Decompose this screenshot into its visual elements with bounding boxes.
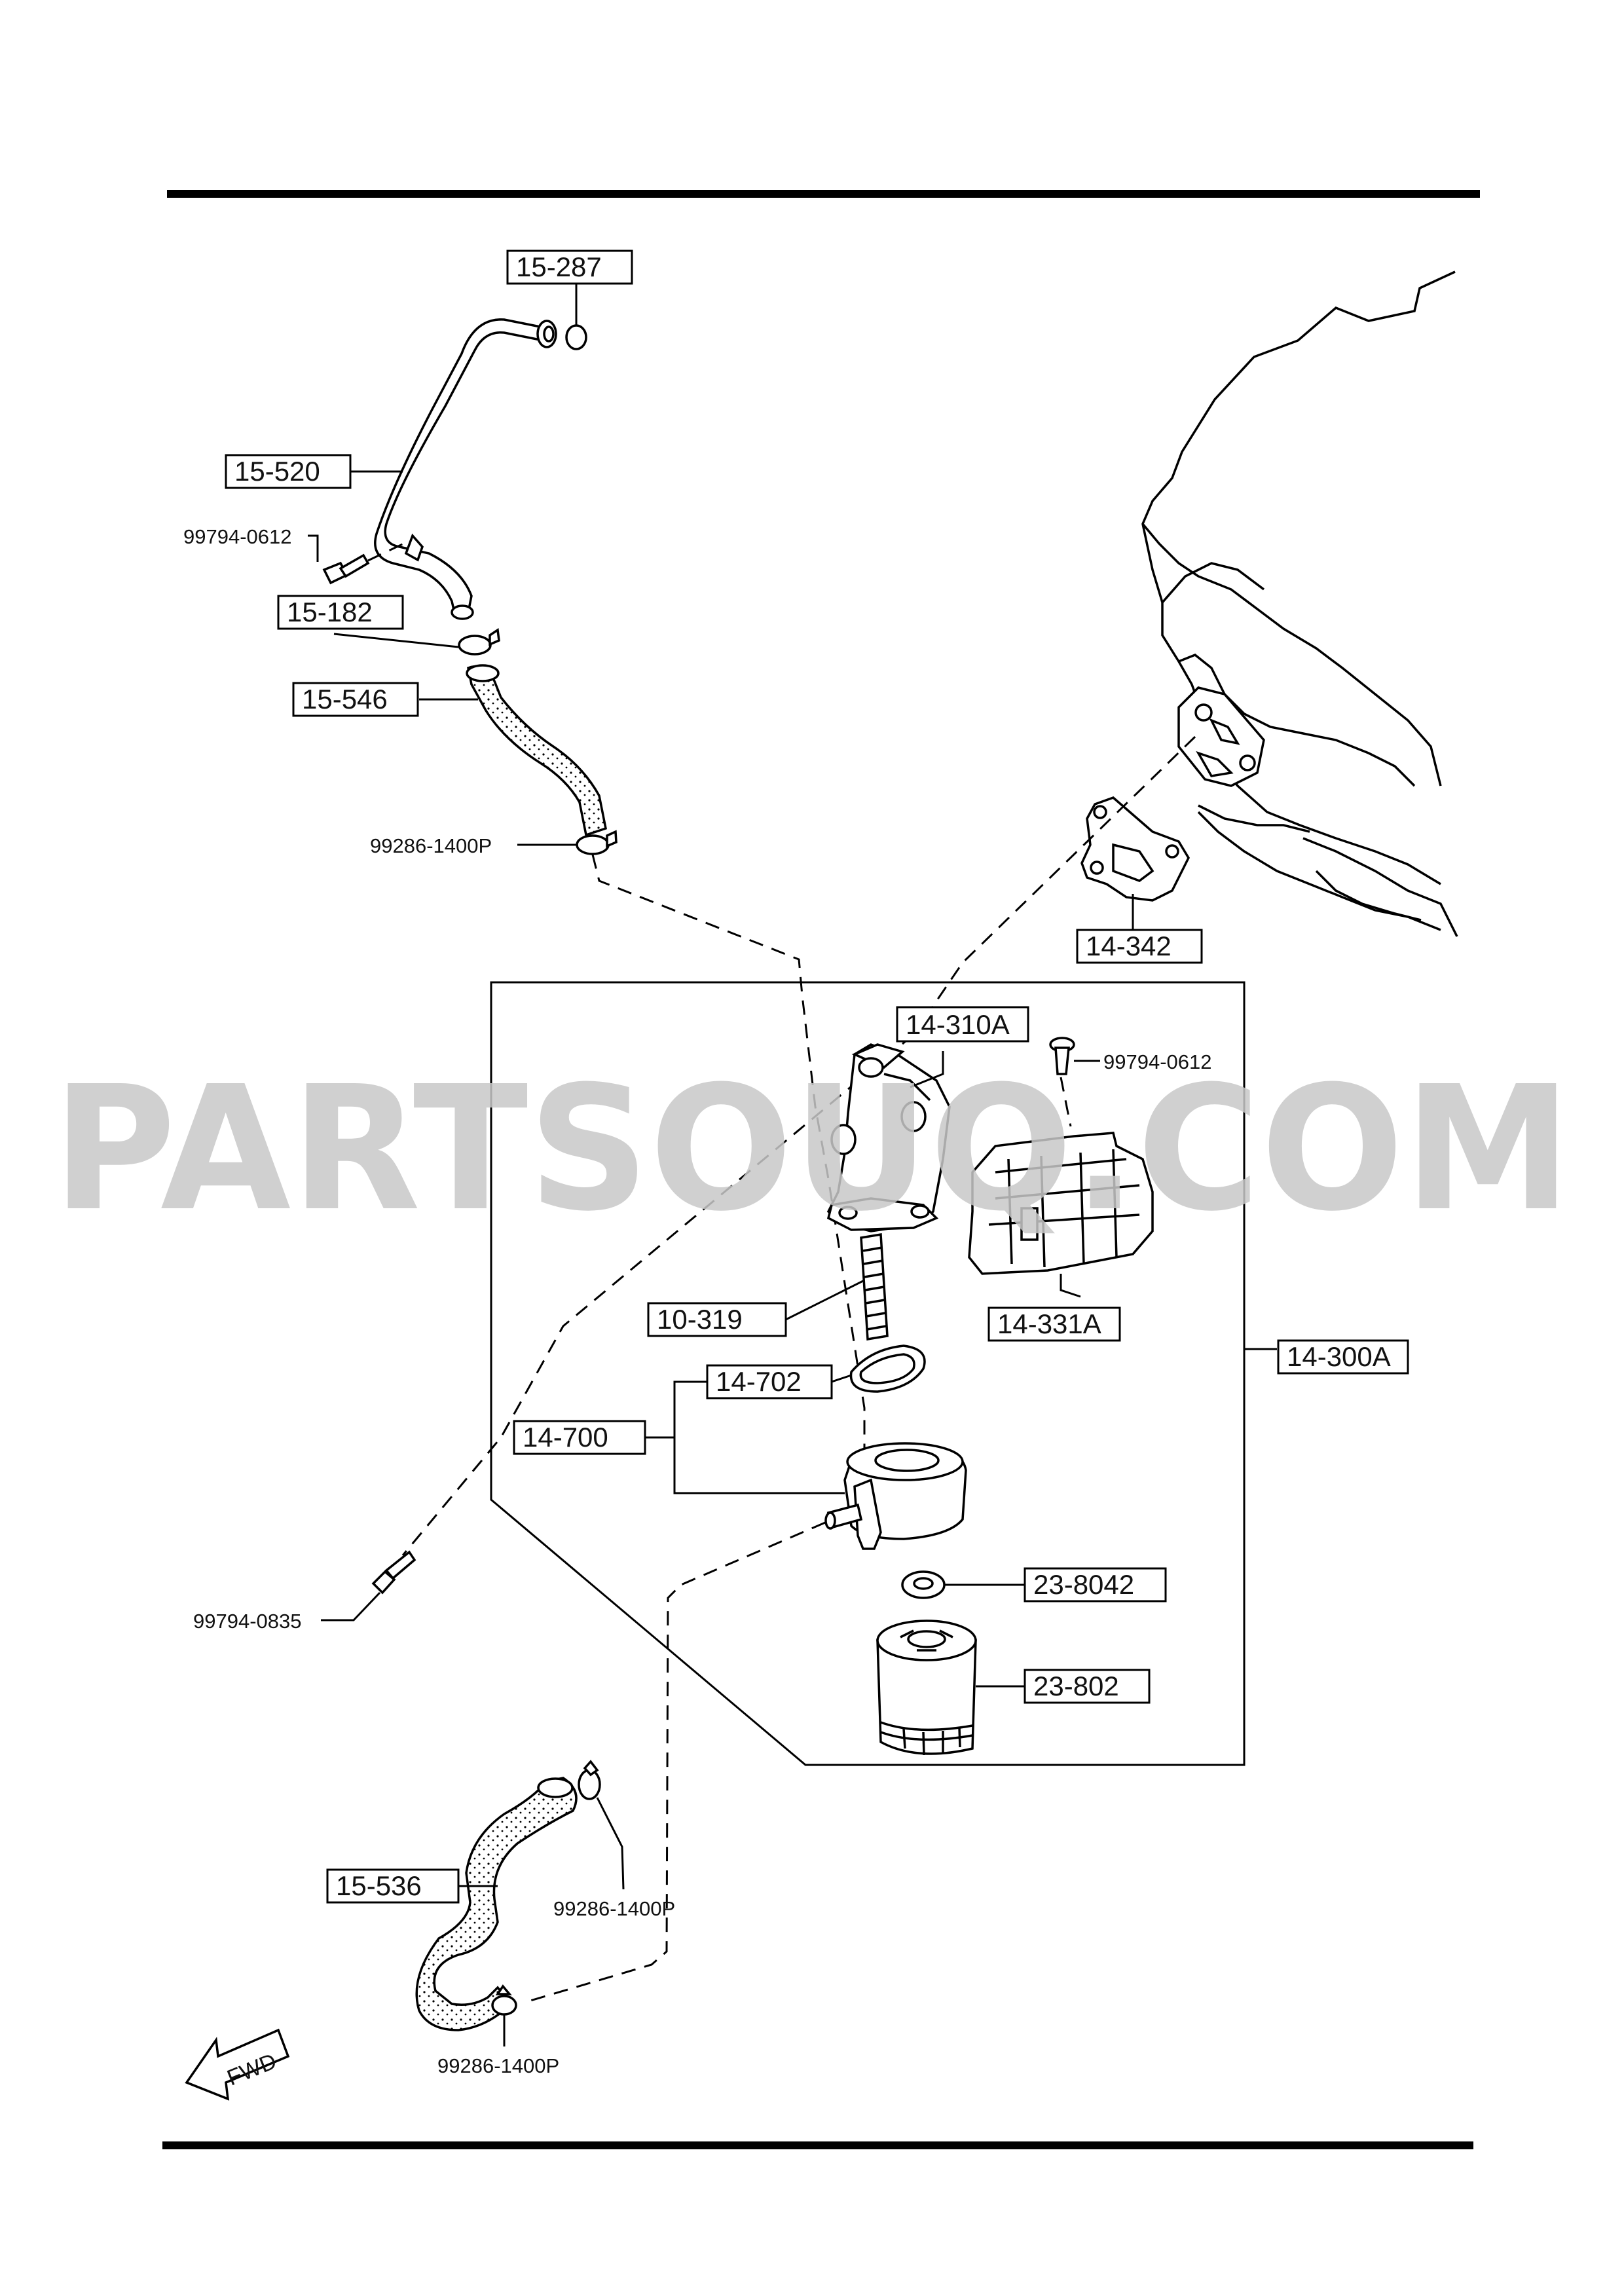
dash-bolt-top [367, 540, 410, 562]
svg-text:15-287: 15-287 [516, 251, 602, 282]
label-99794-0835: 99794-0835 [193, 1610, 302, 1633]
label-23-8042: 23-8042 [1024, 1567, 1167, 1602]
hose-15-536-part [415, 1777, 578, 2031]
watermark-text: PARTSOUQ.COM [52, 1049, 1572, 1249]
hose-15-536-end [537, 1777, 574, 1798]
o-ring-15-287-part [565, 324, 587, 350]
svg-text:14-300A: 14-300A [1287, 1341, 1391, 1372]
svg-text:15-546: 15-546 [302, 684, 388, 714]
svg-text:14-700: 14-700 [523, 1422, 608, 1453]
shield-14-331A-part [968, 1132, 1154, 1275]
o-ring-14-702-part [849, 1344, 926, 1393]
leader-14-310A [910, 1051, 944, 1088]
assembly-box-14-300A [490, 981, 1246, 1766]
engine-block-outline [1141, 270, 1458, 937]
clamp-99286-1400P-b-part [578, 1760, 601, 1800]
bolt-99794-0612-top-part [322, 553, 370, 585]
label-15-182: 15-182 [277, 595, 404, 630]
hose-15-546-end [466, 664, 500, 682]
label-14-700: 14-700 [513, 1420, 646, 1455]
svg-text:14-342: 14-342 [1086, 931, 1172, 961]
svg-text:14-331A: 14-331A [997, 1308, 1101, 1339]
leader-14-700 [645, 1380, 845, 1494]
svg-text:10-319: 10-319 [657, 1304, 743, 1335]
svg-text:15-182: 15-182 [287, 597, 373, 627]
oil-filter-23-802-part [876, 1620, 977, 1756]
label-99286-1400P-c: 99286-1400P [437, 2054, 559, 2077]
o-ring-14-702-inner [859, 1353, 915, 1384]
svg-text:14-702: 14-702 [716, 1366, 802, 1397]
label-15-546: 15-546 [292, 682, 419, 717]
svg-text:15-520: 15-520 [234, 456, 320, 487]
washer-23-8042-part [901, 1570, 946, 1599]
leader-10-319 [785, 1279, 865, 1321]
pipe-15-520-part [374, 318, 557, 620]
dash-bolt-mid [1060, 1077, 1072, 1127]
label-14-342: 14-342 [1076, 929, 1203, 964]
label-99286-1400P-a: 99286-1400P [370, 834, 492, 857]
label-15-536: 15-536 [326, 1868, 460, 1904]
label-99794-0612-top: 99794-0612 [183, 525, 292, 548]
fwd-arrow-icon: FWD [185, 2028, 290, 2101]
svg-text:14-310A: 14-310A [906, 1009, 1010, 1040]
svg-text:23-8042: 23-8042 [1033, 1569, 1134, 1600]
label-99286-1400P-b: 99286-1400P [553, 1897, 675, 1920]
label-99794-0612-mid: 99794-0612 [1103, 1050, 1212, 1073]
hose-15-546-part [466, 665, 608, 837]
clamp-15-182-part [458, 627, 500, 656]
label-14-702: 14-702 [706, 1364, 833, 1399]
leader-14-702 [831, 1374, 852, 1383]
gasket-14-342-part [1080, 796, 1190, 902]
label-15-287: 15-287 [506, 250, 633, 285]
oil-cooler-14-700-part [824, 1442, 967, 1550]
label-10-319: 10-319 [647, 1302, 787, 1337]
leader-99286-1400P-b [596, 1797, 625, 1890]
label-14-331A: 14-331A [987, 1306, 1121, 1342]
bolt-99794-0612-mid-part [1049, 1037, 1075, 1075]
clamp-99286-1400P-c-part [491, 1984, 517, 2016]
leader-99794-0612-top [308, 534, 319, 562]
label-15-520: 15-520 [225, 454, 352, 489]
bolt-99794-0835-part [371, 1550, 416, 1595]
leader-15-182 [333, 633, 459, 648]
stud-10-319-part [860, 1232, 889, 1341]
dash-hose-to-block [591, 854, 866, 1473]
label-14-300A: 14-300A [1277, 1339, 1409, 1375]
label-23-802: 23-802 [1024, 1669, 1151, 1704]
leader-14-331A [1060, 1274, 1081, 1298]
svg-text:23-802: 23-802 [1033, 1671, 1119, 1701]
clamp-99286-1400P-a-part [576, 830, 618, 855]
dash-diagonal-bolt-0835 [401, 1033, 914, 1556]
dash-cooler-to-hose [530, 1521, 826, 2002]
label-14-310A: 14-310A [896, 1006, 1029, 1043]
leader-99794-0835 [321, 1591, 381, 1621]
svg-text:15-536: 15-536 [336, 1870, 422, 1901]
housing-14-310A-part [826, 1043, 951, 1232]
